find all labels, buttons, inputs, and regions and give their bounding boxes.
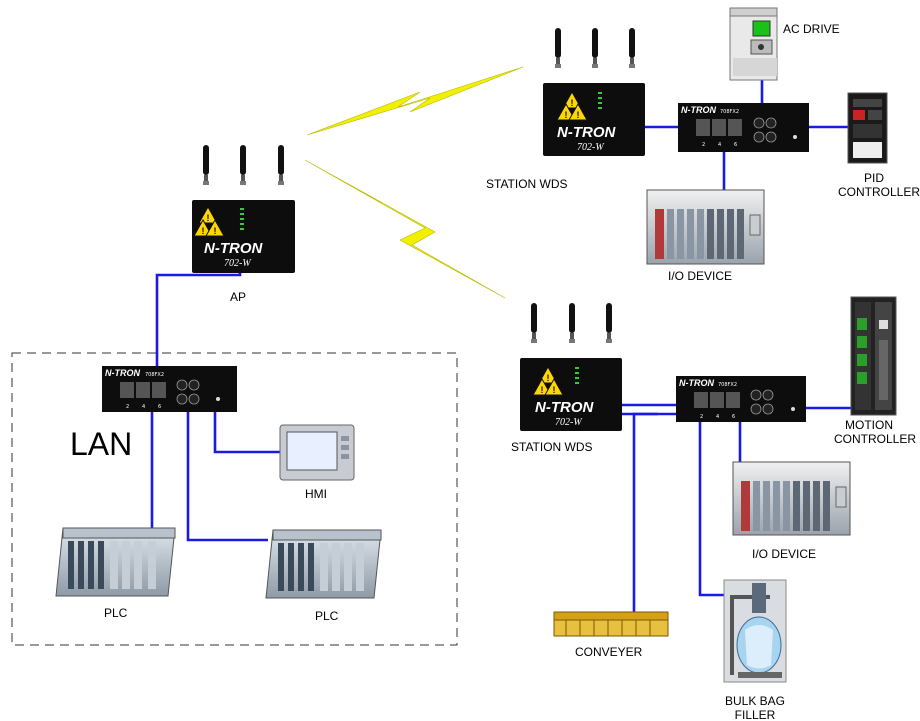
station-top-model: 702-W bbox=[577, 142, 605, 153]
ap-brand: N-TRON bbox=[204, 240, 263, 257]
svg-text:2: 2 bbox=[700, 414, 703, 420]
ac-drive-device bbox=[729, 7, 778, 81]
svg-text:708FX2: 708FX2 bbox=[720, 109, 739, 115]
svg-text:4: 4 bbox=[716, 414, 719, 420]
lan-boundary bbox=[11, 352, 458, 646]
svg-text:6: 6 bbox=[158, 404, 161, 410]
wired-links bbox=[150, 80, 852, 612]
station-bottom-model: 702-W bbox=[555, 417, 583, 428]
motion-label-line2: CONTROLLER bbox=[834, 432, 916, 446]
svg-text:N-TRON: N-TRON bbox=[105, 368, 140, 378]
station-bottom-brand: N-TRON bbox=[535, 399, 594, 416]
station-top-device: N-TRON 702-W bbox=[543, 28, 645, 156]
hmi-device bbox=[279, 424, 355, 481]
svg-text:2: 2 bbox=[702, 142, 705, 148]
io-device-top bbox=[646, 189, 765, 265]
hmi-label: HMI bbox=[305, 487, 327, 501]
svg-text:N-TRON: N-TRON bbox=[679, 378, 714, 388]
io-top-label: I/O DEVICE bbox=[668, 269, 732, 283]
ap-device: N-TRON 702-W bbox=[192, 145, 295, 273]
motion-controller-device bbox=[850, 296, 897, 416]
svg-text:4: 4 bbox=[718, 142, 721, 148]
wireless-link-top bbox=[306, 66, 524, 136]
pid-label-line1: PID bbox=[864, 171, 884, 185]
pid-label-line2: CONTROLLER bbox=[838, 185, 920, 199]
svg-text:N-TRON: N-TRON bbox=[681, 105, 716, 115]
switch-lan: N-TRON 708FX2 2 4 6 bbox=[102, 366, 237, 412]
ac-drive-label: AC DRIVE bbox=[783, 22, 840, 36]
conveyer-device bbox=[553, 611, 669, 637]
svg-text:4: 4 bbox=[142, 404, 145, 410]
station-top-label: STATION WDS bbox=[486, 177, 568, 191]
plc-right-label: PLC bbox=[315, 609, 339, 623]
io-bottom-label: I/O DEVICE bbox=[752, 547, 816, 561]
plc-left-device bbox=[55, 527, 176, 597]
bulk-bag-filler-device bbox=[723, 579, 787, 683]
svg-text:2: 2 bbox=[126, 404, 129, 410]
wireless-link-bottom bbox=[304, 159, 506, 299]
ap-model: 702-W bbox=[224, 258, 252, 269]
io-device-bottom bbox=[732, 461, 851, 536]
lan-label: LAN bbox=[70, 426, 132, 462]
ap-label: AP bbox=[230, 290, 246, 304]
svg-text:708FX2: 708FX2 bbox=[718, 382, 737, 388]
bulk-label-line2: FILLER bbox=[735, 708, 776, 721]
svg-text:6: 6 bbox=[732, 414, 735, 420]
pid-controller-device bbox=[847, 92, 888, 164]
bulk-label-line1: BULK BAG bbox=[725, 694, 785, 708]
plc-left-label: PLC bbox=[104, 606, 128, 620]
svg-text:6: 6 bbox=[734, 142, 737, 148]
plc-right-device bbox=[265, 529, 382, 599]
station-bottom-device: N-TRON 702-W bbox=[520, 303, 622, 431]
motion-label-line1: MOTION bbox=[845, 418, 893, 432]
svg-text:708FX2: 708FX2 bbox=[145, 372, 164, 378]
switch-bottom: N-TRON 708FX2 2 4 6 bbox=[676, 376, 806, 422]
switch-top: N-TRON 708FX2 2 4 6 bbox=[678, 103, 809, 152]
station-top-brand: N-TRON bbox=[557, 124, 616, 141]
station-bottom-label: STATION WDS bbox=[511, 440, 593, 454]
conveyer-label: CONVEYER bbox=[575, 645, 643, 659]
